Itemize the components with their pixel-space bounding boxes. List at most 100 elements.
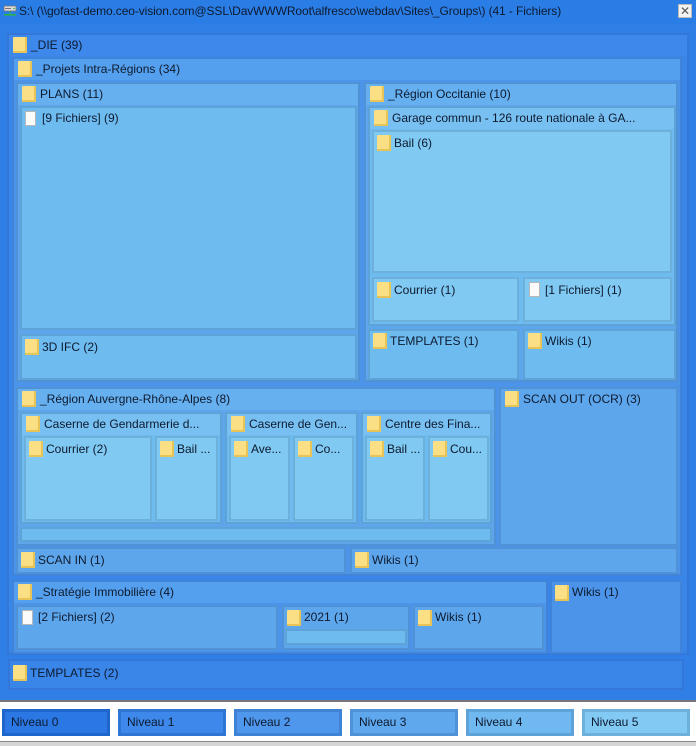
legend-level-3[interactable]: Niveau 3 <box>350 709 458 736</box>
treemap-cell-plans-files[interactable]: [9 Fichiers] (9) <box>20 106 357 330</box>
level-legend: Niveau 0 Niveau 1 Niveau 2 Niveau 3 Nive… <box>0 700 696 745</box>
treemap-cell-occ-templates[interactable]: TEMPLATES (1) <box>368 329 519 380</box>
folder-icon <box>377 135 391 151</box>
treemap-cell-strat-files[interactable]: [2 Fichiers] (2) <box>16 605 278 650</box>
cell-label: [2 Fichiers] (2) <box>38 610 115 624</box>
folder-icon <box>234 441 248 457</box>
treemap-header-caserne-1[interactable]: Caserne de Gendarmerie d... <box>22 414 220 435</box>
folder-icon <box>373 333 387 349</box>
cell-label: 3D IFC (2) <box>42 340 99 354</box>
treemap-cell-caserne-1-bail[interactable]: Bail ... <box>155 436 218 521</box>
title-bar: S:\ (\\gofast-demo.ceo-vision.com@SSL\Da… <box>0 0 696 24</box>
folder-icon <box>22 86 36 102</box>
folder-icon <box>505 391 519 407</box>
folder-icon <box>298 441 312 457</box>
legend-label: Niveau 5 <box>591 715 639 729</box>
cell-label: Caserne de Gen... <box>249 417 348 431</box>
cell-label: Wikis (1) <box>572 585 619 599</box>
cell-label: _DIE (39) <box>31 38 83 52</box>
file-icon <box>529 282 540 297</box>
treemap-header-plans[interactable]: PLANS (11) <box>18 84 358 105</box>
legend-level-5[interactable]: Niveau 5 <box>582 709 690 736</box>
treemap-header-garage[interactable]: Garage commun - 126 route nationale à GA… <box>370 108 674 129</box>
network-drive-icon <box>3 5 17 16</box>
cell-label: SCAN OUT (OCR) (3) <box>523 392 641 406</box>
treemap-cell-caserne-1-courrier[interactable]: Courrier (2) <box>24 436 152 521</box>
treemap-cell-strat-wikis[interactable]: Wikis (1) <box>413 605 544 650</box>
folder-icon <box>367 416 381 432</box>
folder-icon <box>355 552 369 568</box>
folder-icon <box>25 339 39 355</box>
treemap-cell-auvergne-files[interactable] <box>20 527 492 542</box>
cell-label: _Stratégie Immobilière (4) <box>36 585 175 599</box>
legend-label: Niveau 4 <box>475 715 523 729</box>
file-icon <box>25 111 36 126</box>
treemap-cell-caserne-2-ave[interactable]: Ave... <box>229 436 290 521</box>
treemap-cell-scan-out[interactable]: SCAN OUT (OCR) (3) <box>499 387 678 546</box>
cell-label: _Projets Intra-Régions (34) <box>36 62 181 76</box>
treemap-header-projets[interactable]: _Projets Intra-Régions (34) <box>14 59 680 80</box>
cell-label: Wikis (1) <box>372 553 419 567</box>
treemap-cell-scan-in[interactable]: SCAN IN (1) <box>16 547 346 574</box>
legend-label: Niveau 3 <box>359 715 407 729</box>
cell-label: 2021 (1) <box>304 610 349 624</box>
treemap-cell-occ-wikis[interactable]: Wikis (1) <box>523 329 676 380</box>
cell-label: Bail ... <box>387 442 421 456</box>
close-button[interactable]: ✕ <box>678 4 692 18</box>
treemap-header-occitanie[interactable]: _Région Occitanie (10) <box>366 84 676 105</box>
treemap-header-centre[interactable]: Centre des Fina... <box>363 414 490 435</box>
cell-label: TEMPLATES (2) <box>30 666 119 680</box>
legend-level-2[interactable]: Niveau 2 <box>234 709 342 736</box>
treemap-cell-garage-courrier[interactable]: Courrier (1) <box>372 277 519 322</box>
folder-icon <box>528 333 542 349</box>
cell-label: Bail (6) <box>394 136 433 150</box>
treemap-cell-centre-bail[interactable]: Bail ... <box>365 436 425 521</box>
treemap-cell-projets-wikis[interactable]: Wikis (1) <box>350 547 678 574</box>
folder-icon <box>287 610 301 626</box>
folder-icon <box>374 110 388 126</box>
cell-label: Ave... <box>251 442 282 456</box>
legend-label: Niveau 1 <box>127 715 175 729</box>
bottom-border <box>0 741 696 746</box>
treemap-header-die[interactable]: _DIE (39) <box>9 35 687 56</box>
treemap-cell-strat-2021-child[interactable] <box>285 629 407 645</box>
cell-label: [1 Fichiers] (1) <box>545 283 622 297</box>
cell-label: Bail ... <box>177 442 211 456</box>
cell-label: Wikis (1) <box>545 334 592 348</box>
treemap-header-strategie[interactable]: _Stratégie Immobilière (4) <box>14 582 546 603</box>
window-title: S:\ (\\gofast-demo.ceo-vision.com@SSL\Da… <box>19 4 562 18</box>
folder-icon <box>18 584 32 600</box>
cell-label: TEMPLATES (1) <box>390 334 479 348</box>
treemap-cell-caserne-2-co[interactable]: Co... <box>293 436 354 521</box>
treemap-header-caserne-2[interactable]: Caserne de Gen... <box>227 414 356 435</box>
cell-label: Courrier (2) <box>46 442 108 456</box>
treemap-cell-die-wikis[interactable]: Wikis (1) <box>550 580 682 654</box>
legend-label: Niveau 2 <box>243 715 291 729</box>
cell-label: PLANS (11) <box>40 87 104 101</box>
folder-icon <box>418 610 432 626</box>
treemap-cell-centre-cou[interactable]: Cou... <box>428 436 489 521</box>
treemap-cell-templates[interactable]: TEMPLATES (2) <box>8 659 684 690</box>
treemap-cell-garage-files[interactable]: [1 Fichiers] (1) <box>523 277 672 322</box>
legend-level-4[interactable]: Niveau 4 <box>466 709 574 736</box>
treemap-cell-garage-bail[interactable]: Bail (6) <box>372 130 672 273</box>
legend-level-0[interactable]: Niveau 0 <box>2 709 110 736</box>
folder-icon <box>29 441 43 457</box>
treemap-header-auvergne[interactable]: _Région Auvergne-Rhône-Alpes (8) <box>18 389 494 410</box>
treemap-cell-3d-ifc[interactable]: 3D IFC (2) <box>20 334 357 380</box>
folder-icon <box>26 416 40 432</box>
folder-icon <box>377 282 391 298</box>
legend-label: Niveau 0 <box>11 715 59 729</box>
folder-icon <box>18 61 32 77</box>
folder-icon <box>160 441 174 457</box>
cell-label: [9 Fichiers] (9) <box>42 111 119 125</box>
folder-icon <box>13 37 27 53</box>
file-icon <box>22 610 33 625</box>
folder-icon <box>22 391 36 407</box>
cell-label: Cou... <box>450 442 483 456</box>
cell-label: Centre des Fina... <box>385 417 481 431</box>
legend-level-1[interactable]: Niveau 1 <box>118 709 226 736</box>
cell-label: SCAN IN (1) <box>38 553 105 567</box>
cell-label: Co... <box>315 442 341 456</box>
folder-icon <box>370 86 384 102</box>
